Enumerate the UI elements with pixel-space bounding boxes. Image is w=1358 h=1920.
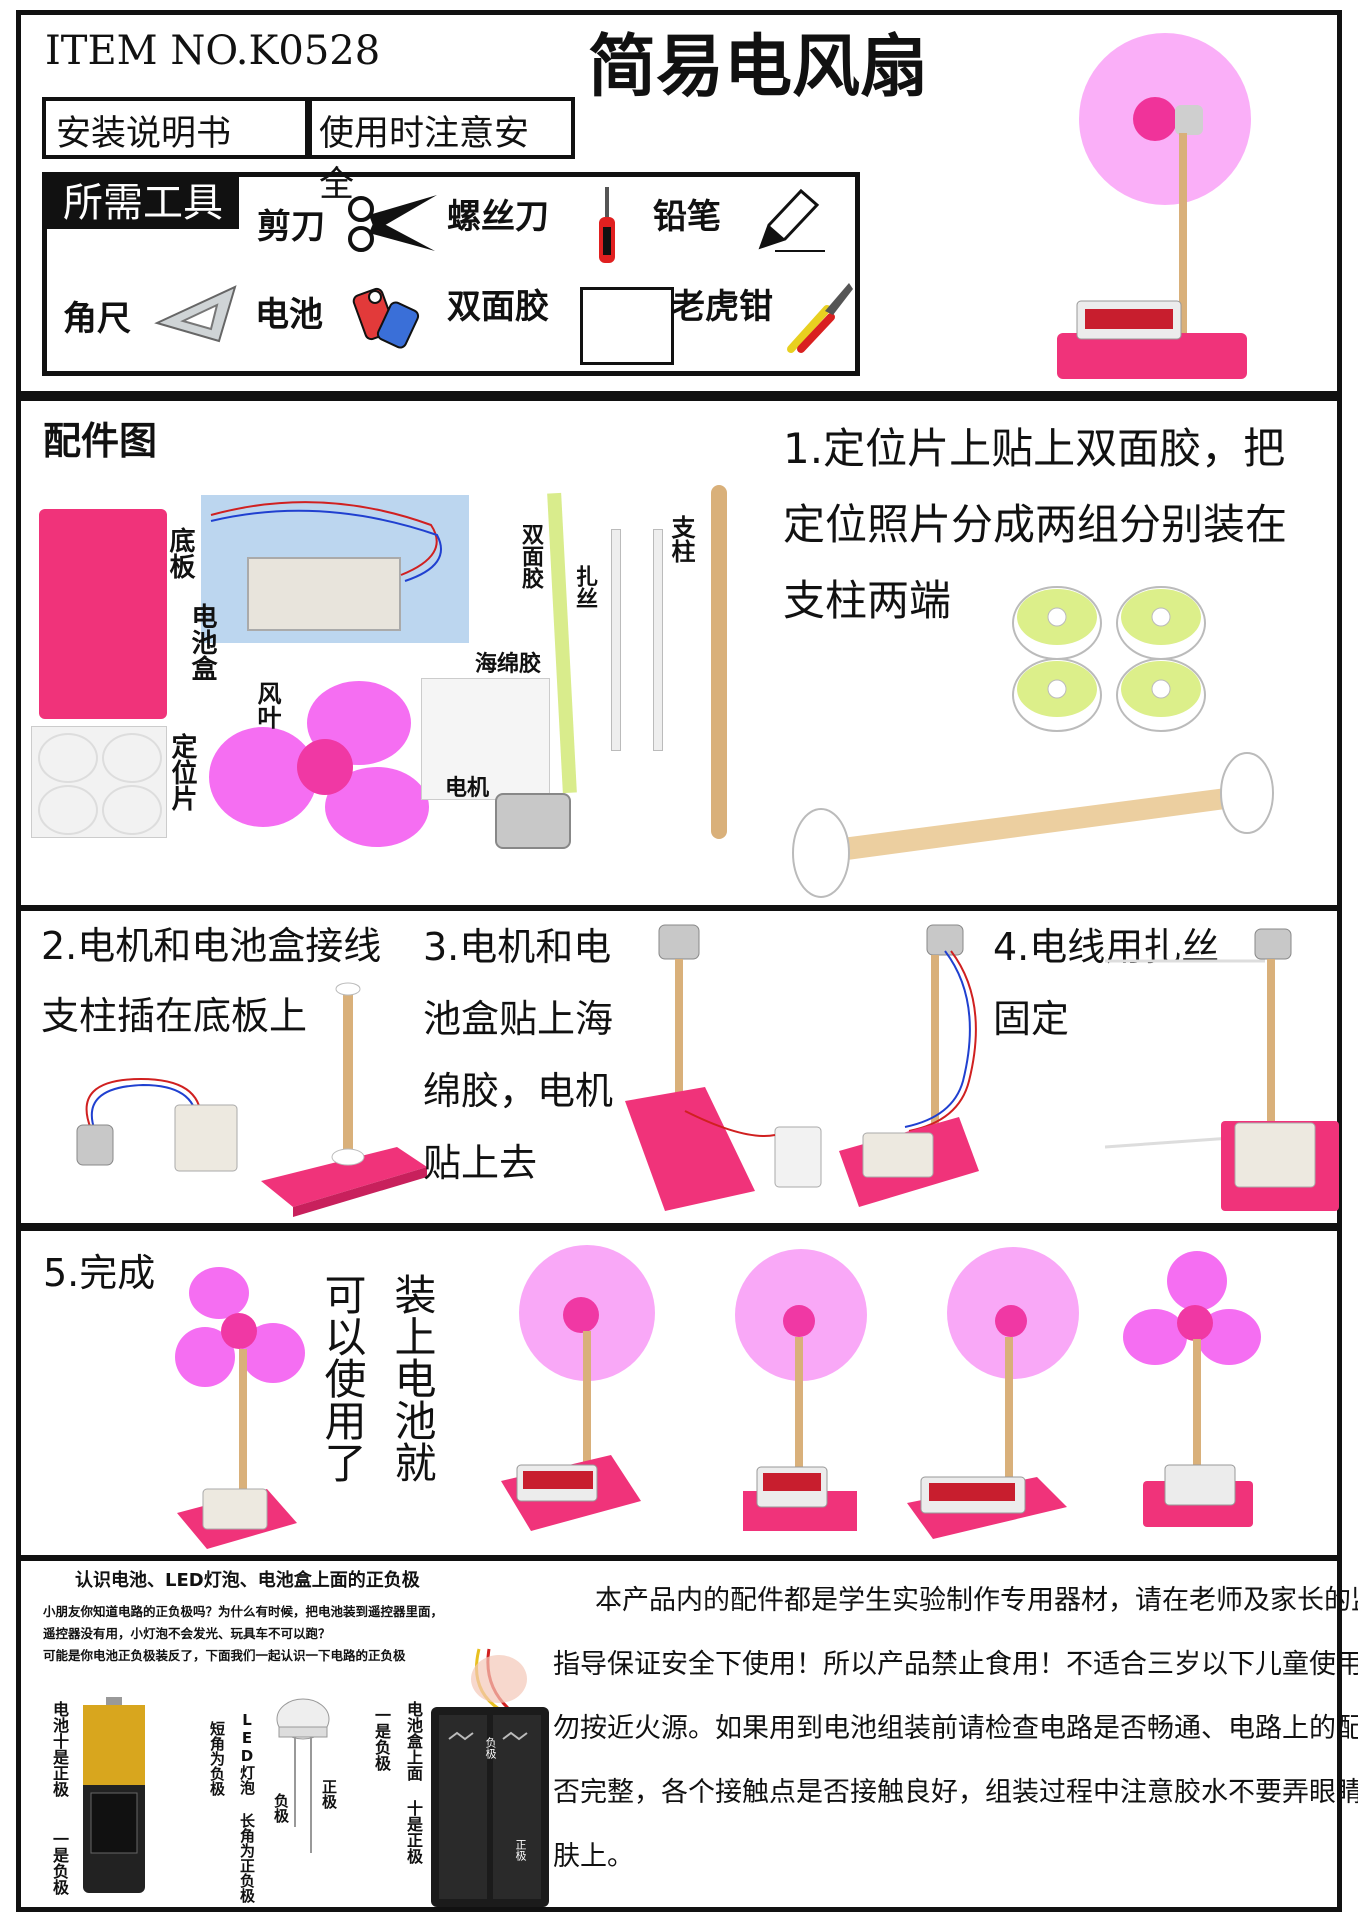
finish-label: 5.完成 bbox=[43, 1251, 156, 1295]
tool-tape-label: 双面胶 bbox=[447, 287, 549, 327]
tool-scissors-label: 剪刀 bbox=[257, 207, 325, 247]
step3-line-3: 绵胶，电机 bbox=[423, 1069, 614, 1113]
led-short-label: 短角为负极 bbox=[208, 1721, 226, 1796]
step1-line-3: 支柱两端 bbox=[783, 576, 952, 625]
led-title-label: LED灯泡 长角为正负极 bbox=[238, 1711, 256, 1903]
step4-line-2: 固定 bbox=[993, 997, 1070, 1041]
step1-line-2: 定位照片分成两组分别装在 bbox=[783, 500, 1288, 549]
step1-line-1: 1.定位片上贴上双面胶，把 bbox=[783, 424, 1286, 473]
double-tape-label: 双面胶 bbox=[518, 523, 543, 589]
step4-zip-tie-photo bbox=[1104, 928, 1339, 1211]
battery-box-photo bbox=[201, 495, 469, 643]
motor-label: 电机 bbox=[445, 776, 490, 801]
screwdriver-icon bbox=[599, 187, 615, 263]
aa-battery-photo bbox=[83, 1697, 145, 1893]
fan-blade-photo bbox=[209, 681, 429, 847]
led-positive-label: 正极 bbox=[320, 1779, 338, 1809]
step3-base-wiring-photo bbox=[839, 924, 979, 1207]
tool-pencil-label: 铅笔 bbox=[653, 197, 721, 237]
polarity-line-1: 小朋友你知道电路的正负极吗？为什么有时候，把电池装到遥控器里面， bbox=[43, 1604, 444, 1619]
page-title: 简易电风扇 bbox=[588, 28, 929, 107]
pillar-with-rings-photo bbox=[792, 752, 1274, 898]
tape-square-icon bbox=[580, 287, 674, 365]
pillar-label: 支柱 bbox=[667, 515, 695, 563]
tools-box: 所需工具 剪刀 螺丝刀 铅笔 角尺 电池 bbox=[42, 172, 860, 376]
notice-line-4: 否完整，各个接触点是否接触良好，组装过程中注意胶水不要弄眼睛和皮 bbox=[553, 1777, 1358, 1808]
zip-tie-photo-1 bbox=[611, 529, 621, 751]
finish-fan-photo-3 bbox=[735, 1249, 867, 1531]
step2-line-2: 支柱插在底板上 bbox=[41, 994, 308, 1038]
battery-box-label: 电池盒 bbox=[187, 603, 217, 681]
manual-label: 安装说明书 bbox=[42, 97, 312, 159]
zip-tie-label: 扎丝 bbox=[572, 565, 597, 609]
battery-positive-label: 电池十是正极 bbox=[50, 1701, 69, 1797]
tool-ruler-label: 角尺 bbox=[63, 299, 131, 339]
tool-screwdriver-label: 螺丝刀 bbox=[447, 197, 549, 237]
finish-fan-photo-2 bbox=[501, 1245, 655, 1531]
step2-pillar-base-photo bbox=[261, 982, 427, 1217]
finish-caption-col1: 装上电池就 bbox=[388, 1273, 437, 1483]
led-negative-label: 负极 bbox=[272, 1793, 290, 1823]
step3-line-2: 池盒贴上海 bbox=[423, 997, 614, 1041]
notice-line-2: 指导保证安全下使用！所以产品禁止食用！不适合三岁以下儿童使用，请 bbox=[553, 1649, 1358, 1680]
base-label: 底板 bbox=[165, 527, 195, 579]
item-number: ITEM NO.K0528 bbox=[45, 28, 381, 74]
double-tape-strip-photo bbox=[547, 492, 577, 794]
finish-fan-photo-1 bbox=[175, 1267, 305, 1549]
motor-photo bbox=[495, 793, 571, 849]
finished-fan-illustration bbox=[1057, 33, 1251, 379]
base-board-photo bbox=[39, 509, 167, 719]
polarity-heading: 认识电池、LED灯泡、电池盒上面的正负极 bbox=[75, 1570, 420, 1591]
finish-panel: 5.完成 装上电池就 可以使用了 bbox=[16, 1226, 1342, 1560]
positioning-rings-photo bbox=[1012, 586, 1206, 732]
box-negative-label: 一是负极 bbox=[372, 1707, 391, 1771]
step3-line-1: 3.电机和电 bbox=[423, 925, 612, 969]
zip-tie-photo-2 bbox=[653, 529, 663, 751]
step3-assembly-photo bbox=[625, 924, 822, 1211]
fan-blade-label: 风叶 bbox=[253, 681, 281, 729]
box-title-label: 电池盒上面 十是正极 bbox=[404, 1701, 423, 1864]
box-neg-mark: 负极 bbox=[484, 1737, 497, 1759]
tools-heading: 所需工具 bbox=[47, 177, 239, 229]
pliers-icon bbox=[787, 283, 853, 353]
header-panel: ITEM NO.K0528 简易电风扇 安装说明书 使用时注意安全 所需工具 剪… bbox=[16, 10, 1342, 396]
led-bulb-photo bbox=[276, 1698, 330, 1853]
notice-line-3: 勿按近火源。如果用到电池组装前请检查电路是否畅通、电路上的配件是 bbox=[553, 1713, 1358, 1744]
info-panel: 认识电池、LED灯泡、电池盒上面的正负极 小朋友你知道电路的正负极吗？为什么有时… bbox=[16, 1556, 1358, 1912]
box-pos-mark: 正极 bbox=[514, 1839, 527, 1861]
sponge-tape-photo bbox=[421, 678, 550, 800]
sponge-tape-label: 海绵胶 bbox=[475, 652, 542, 677]
set-square-icon bbox=[154, 285, 237, 343]
polarity-line-3: 可能是你电池正负极装反了，下面我们一起认识一下电路的正负极 bbox=[43, 1648, 406, 1663]
positioning-plate-photo bbox=[31, 726, 167, 838]
steps-panel: 2.电机和电池盒接线 支柱插在底板上 3.电机和电 池盒贴上海 绵胶，电机 贴上… bbox=[16, 906, 1342, 1228]
polarity-line-2: 遥控器没有用，小灯泡不会发光、玩具车不可以跑？ bbox=[43, 1626, 331, 1641]
pillar-photo bbox=[711, 485, 727, 839]
finish-fan-photo-5 bbox=[1123, 1251, 1261, 1527]
safety-label: 使用时注意安全 bbox=[305, 97, 575, 205]
pencil-icon bbox=[758, 188, 825, 252]
step2-line-1: 2.电机和电池盒接线 bbox=[41, 924, 382, 968]
tool-battery-label: 电池 bbox=[255, 295, 323, 335]
parts-panel: 配件图 底板 定位片 电池盒 风叶 海绵胶 电机 双面胶 扎丝 支柱 1.定位片… bbox=[16, 396, 1342, 910]
step3-line-4: 贴上去 bbox=[423, 1141, 538, 1185]
battery-holder-photo bbox=[431, 1648, 549, 1907]
tool-pliers-label: 老虎钳 bbox=[671, 287, 773, 327]
finish-fan-photo-4 bbox=[907, 1247, 1079, 1539]
notice-line-1: 本产品内的配件都是学生实验制作专用器材，请在老师及家长的监督 bbox=[595, 1585, 1358, 1616]
battery-negative-label: 一是负极 bbox=[50, 1831, 69, 1895]
positioning-label: 定位片 bbox=[167, 733, 197, 811]
notice-line-5: 肤上。 bbox=[553, 1841, 634, 1872]
finish-caption-col2: 可以使用了 bbox=[318, 1273, 367, 1483]
battery-icon bbox=[352, 287, 420, 349]
parts-heading: 配件图 bbox=[43, 419, 158, 463]
scissors-icon bbox=[348, 195, 437, 252]
step2-motor-wiring-photo bbox=[76, 1077, 238, 1172]
